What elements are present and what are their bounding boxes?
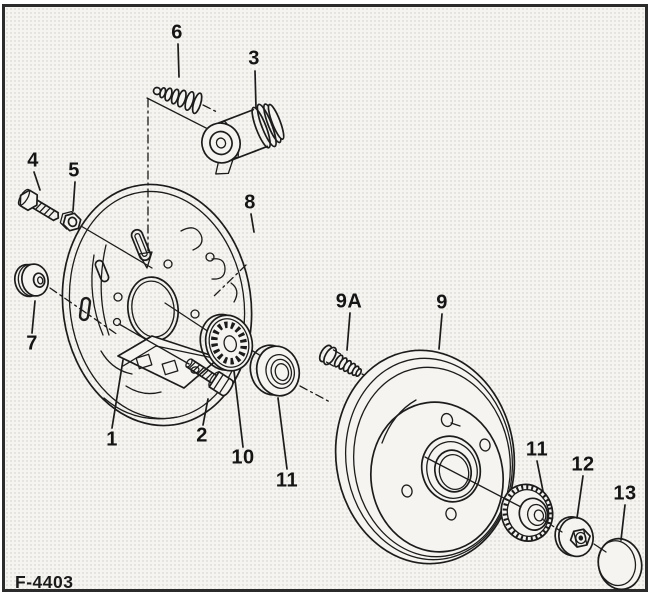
plate-slot bbox=[130, 228, 152, 262]
bleeder-screw-drawing bbox=[152, 86, 203, 115]
plate-hole bbox=[113, 292, 123, 302]
dust-cap-drawing bbox=[597, 537, 643, 591]
mounting-bolt-drawing bbox=[17, 188, 60, 222]
drum-hub bbox=[420, 435, 482, 503]
wheel-cylinder-drawing bbox=[201, 103, 285, 175]
callout-retaining-screw-label: 9A bbox=[335, 290, 363, 313]
callout-bleeder-screw-label: 6 bbox=[171, 21, 183, 44]
backing-plate-drawing bbox=[61, 183, 253, 427]
callout-anchor-bolt-label: 2 bbox=[196, 424, 208, 447]
spindle-nut-drawing bbox=[554, 516, 594, 558]
lug-hole bbox=[401, 484, 413, 498]
axis-lines bbox=[49, 97, 378, 403]
callout-outer-bearing-label: 11 bbox=[525, 438, 549, 461]
plate-slot bbox=[94, 259, 110, 283]
callout-brake-drum-label: 9 bbox=[436, 291, 448, 314]
callout-mounting-bolt-label: 4 bbox=[27, 149, 39, 172]
diagram-frame: 1 2 3 4 5 6 7 8 9 9A 10 11 11 12 13 F-44… bbox=[2, 4, 648, 592]
callout-grooved-nut-label: 7 bbox=[26, 332, 38, 355]
outer-bearing-drawing bbox=[500, 483, 554, 542]
grooved-nut-drawing bbox=[13, 263, 49, 298]
callout-backing-plate-label: 1 bbox=[106, 428, 118, 451]
drum-retaining-screw-drawing bbox=[318, 344, 363, 377]
plate-anchor-block bbox=[117, 335, 220, 389]
plate-slot bbox=[78, 296, 92, 322]
axis-arrowhead bbox=[138, 251, 153, 269]
anchor-bolt-drawing bbox=[185, 358, 234, 397]
lock-washer-drawing bbox=[59, 210, 82, 232]
callout-dust-cap-label: 13 bbox=[613, 482, 637, 505]
lug-hole bbox=[440, 412, 454, 428]
callout-inner-bearing-label: 10 bbox=[231, 446, 255, 469]
lug-hole bbox=[445, 507, 457, 521]
callout-grease-seal-label: 11 bbox=[275, 469, 299, 492]
callout-lock-washer-label: 5 bbox=[68, 159, 80, 182]
exploded-brake-diagram bbox=[13, 43, 643, 591]
plate-hole bbox=[205, 252, 215, 262]
callout-spindle-nut-label: 12 bbox=[571, 453, 595, 476]
figure-code: F-4403 bbox=[15, 572, 74, 592]
callout-wheel-cylinder-label: 3 bbox=[248, 47, 260, 70]
inner-bearing-drawing bbox=[199, 313, 254, 372]
plate-hole bbox=[190, 309, 200, 319]
callout-valve-label: 8 bbox=[244, 191, 256, 214]
lug-hole bbox=[479, 438, 491, 452]
grease-seal-drawing bbox=[249, 344, 301, 397]
balance-mark bbox=[450, 422, 461, 427]
plate-hole bbox=[163, 259, 173, 269]
leader-lines bbox=[31, 43, 626, 553]
